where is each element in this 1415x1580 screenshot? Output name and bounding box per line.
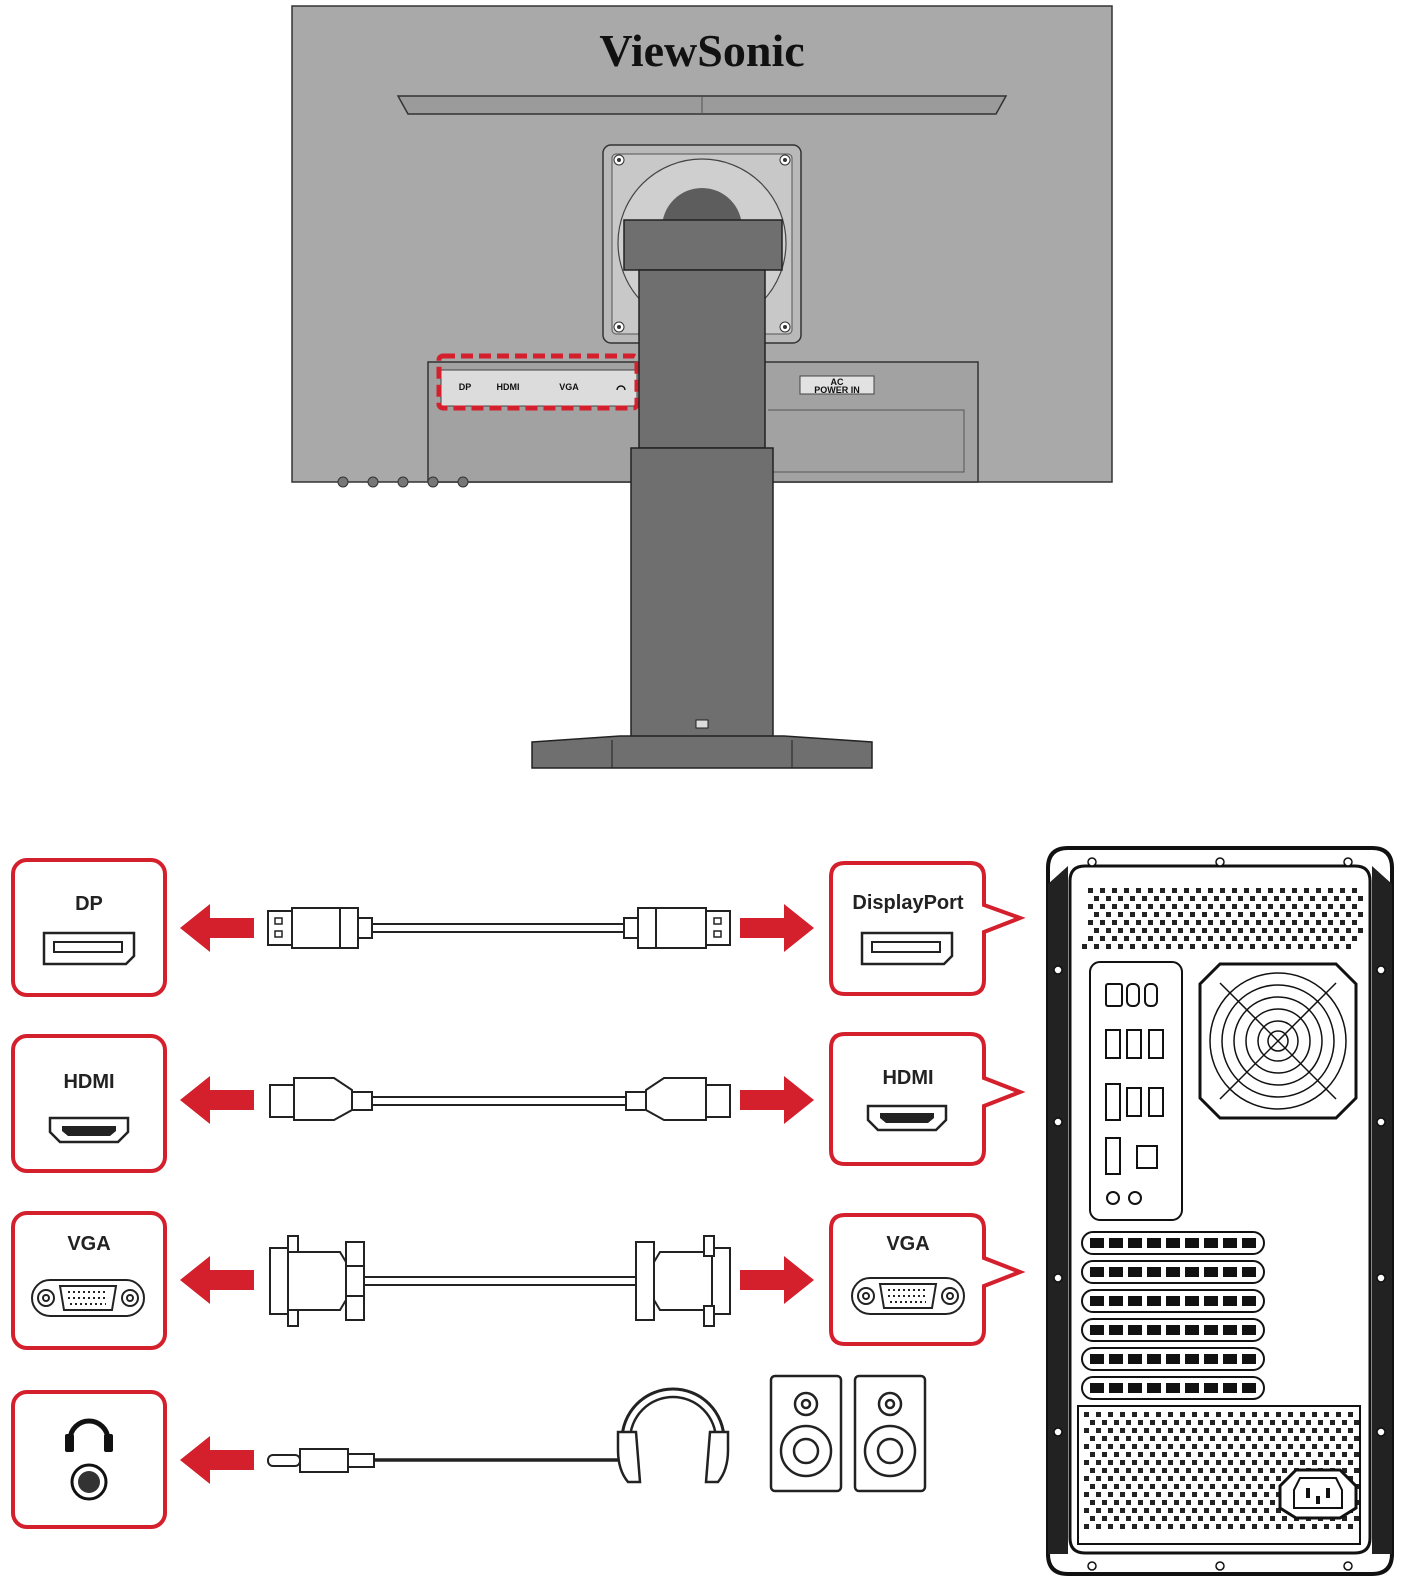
vga-connection-row: VGA VGA bbox=[11, 1211, 1026, 1350]
monitor-dp-port-box bbox=[11, 858, 167, 997]
power-label-line1: AC bbox=[831, 377, 844, 387]
dp-connection-row: DP DisplayPort bbox=[11, 858, 1026, 997]
arrow-left-icon bbox=[180, 1076, 254, 1124]
arrow-right-icon bbox=[740, 1076, 814, 1124]
monitor-hdmi-label: HDMI bbox=[63, 1071, 114, 1093]
monitor-hdmi-port-box bbox=[11, 1034, 167, 1173]
audio-jack-icon bbox=[70, 1463, 108, 1501]
vga-port-icon bbox=[851, 1277, 965, 1315]
port-label-headphone-icon bbox=[616, 385, 626, 391]
arrow-left-icon bbox=[180, 1256, 254, 1304]
power-label-line2: POWER IN bbox=[814, 385, 860, 395]
io-highlight-box bbox=[436, 353, 640, 411]
vga-port-icon bbox=[31, 1279, 145, 1317]
pc-dp-callout bbox=[829, 861, 1026, 996]
pc-hdmi-label: HDMI bbox=[882, 1067, 933, 1089]
audio-cable-icon bbox=[267, 1448, 628, 1473]
hdmi-cable-icon bbox=[269, 1077, 731, 1121]
pc-hdmi-callout bbox=[829, 1032, 1026, 1166]
speakers-icon bbox=[769, 1374, 927, 1493]
vga-cable-icon bbox=[269, 1235, 731, 1327]
port-label-vga: VGA bbox=[559, 382, 579, 392]
monitor-dp-label: DP bbox=[75, 893, 103, 915]
monitor-audio-port-box bbox=[11, 1390, 167, 1529]
monitor-rear: ViewSonic DP HDMI VGA AC POWER IN bbox=[291, 5, 1113, 769]
arrow-right-icon bbox=[740, 1256, 814, 1304]
pc-vga-label: VGA bbox=[886, 1233, 929, 1255]
displayport-cable-icon bbox=[267, 907, 731, 949]
arrow-left-icon bbox=[180, 904, 254, 952]
port-label-hdmi: HDMI bbox=[497, 382, 520, 392]
headphones-device-icon bbox=[616, 1387, 730, 1484]
arrow-left-icon bbox=[180, 1436, 254, 1484]
audio-connection-row bbox=[11, 1374, 927, 1529]
pc-tower-rear bbox=[1046, 846, 1394, 1576]
hdmi-connection-row: HDMI HDMI bbox=[11, 1032, 1026, 1173]
monitor-vga-label: VGA bbox=[67, 1233, 110, 1255]
headphone-icon bbox=[65, 1418, 113, 1452]
brand-logo: ViewSonic bbox=[599, 25, 804, 76]
io-panel-ports bbox=[1105, 983, 1164, 1205]
port-label-dp: DP bbox=[459, 382, 472, 392]
arrow-right-icon bbox=[740, 904, 814, 952]
pc-dp-label: DisplayPort bbox=[852, 892, 963, 914]
